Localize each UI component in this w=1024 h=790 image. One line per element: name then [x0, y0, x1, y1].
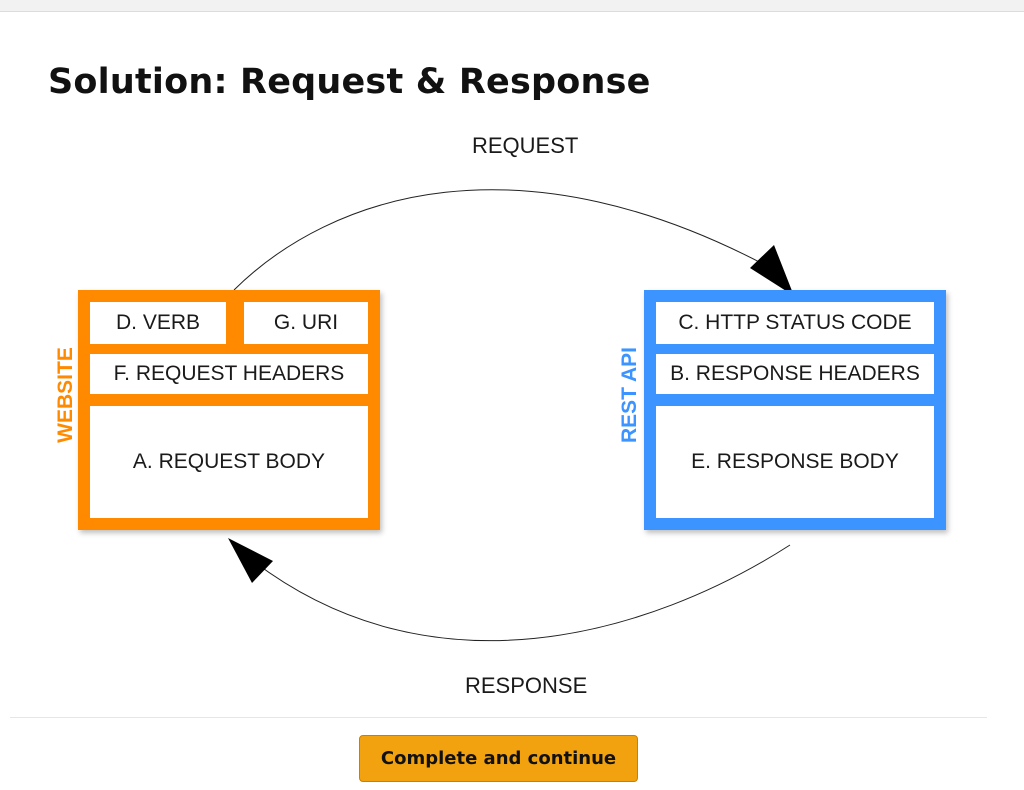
- flow-arrows: [228, 189, 794, 642]
- request-label: REQUEST: [472, 133, 579, 158]
- website-side-label: WEBSITE: [54, 347, 77, 443]
- request-headers-cell: F. REQUEST HEADERS: [90, 354, 368, 394]
- response-arrowhead-icon: [228, 538, 273, 583]
- http-status-code-cell: C. HTTP STATUS CODE: [656, 302, 934, 344]
- request-arrowhead-icon: [750, 245, 794, 296]
- uri-cell: G. URI: [244, 302, 368, 344]
- rest-api-panel: C. HTTP STATUS CODE B. RESPONSE HEADERS …: [644, 290, 946, 530]
- response-arrow: [247, 544, 791, 642]
- response-body-cell: E. RESPONSE BODY: [656, 406, 934, 518]
- page-title: Solution: Request & Response: [48, 62, 651, 102]
- browser-top-strip: [0, 0, 1024, 12]
- website-panel: D. VERB G. URI F. REQUEST HEADERS A. REQ…: [78, 290, 380, 530]
- verb-cell: D. VERB: [90, 302, 226, 344]
- request-arrow: [233, 189, 781, 291]
- request-response-diagram: REQUEST RESPONSE D. VERB G. URI F. REQUE…: [0, 125, 1024, 715]
- rest-api-side-label: REST API: [618, 346, 641, 444]
- footer-divider: [10, 717, 987, 718]
- response-label: RESPONSE: [465, 673, 588, 698]
- request-body-cell: A. REQUEST BODY: [90, 406, 368, 518]
- response-headers-cell: B. RESPONSE HEADERS: [656, 354, 934, 394]
- complete-and-continue-button[interactable]: Complete and continue: [359, 735, 638, 782]
